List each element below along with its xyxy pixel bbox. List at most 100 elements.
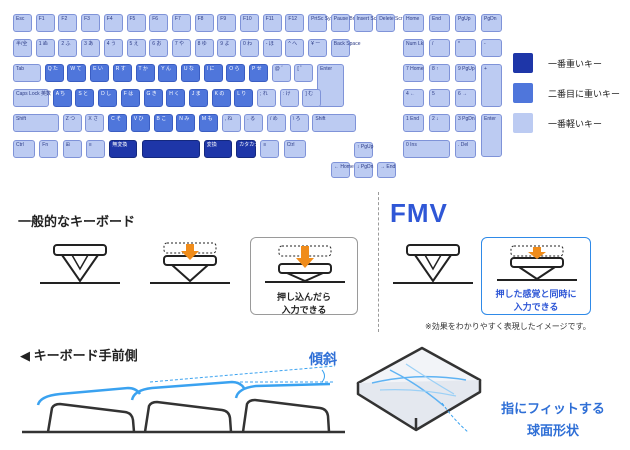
key-r3-6: H く bbox=[166, 89, 186, 107]
key-r4-0: Shift bbox=[13, 114, 59, 132]
key-label: 6 お bbox=[152, 41, 162, 47]
fmv-key-press-box: 押した感覚と同時に 入力できる bbox=[481, 237, 591, 315]
key-label: F9 bbox=[220, 16, 227, 22]
key-label: ¥ ー bbox=[311, 41, 321, 47]
key-label: 7 Home bbox=[406, 66, 424, 72]
legend-swatch-heaviest bbox=[513, 53, 533, 73]
key-label: F は bbox=[123, 91, 134, 97]
key-r4-11: \ ろ bbox=[289, 114, 309, 132]
key-label: 3 あ bbox=[84, 41, 94, 47]
key-r5-8: ≡ bbox=[260, 140, 280, 158]
key-label: A ち bbox=[55, 91, 66, 97]
key-r1-3: 3 あ bbox=[81, 39, 101, 57]
general-key-half-press-illustration bbox=[150, 242, 230, 284]
key-label: O ら bbox=[229, 66, 240, 72]
key-label: M も bbox=[201, 116, 213, 122]
key-label: , ね bbox=[224, 116, 233, 122]
key-label: F12 bbox=[288, 16, 298, 22]
key-r3-8: K の bbox=[211, 89, 231, 107]
key-r5-0: Ctrl bbox=[13, 140, 35, 158]
key-label: B こ bbox=[156, 116, 167, 122]
key-label: - bbox=[484, 41, 486, 47]
general-key-rest-illustration bbox=[40, 244, 120, 284]
key-label: Shift bbox=[315, 116, 326, 122]
key-label: [ ゜ bbox=[297, 66, 306, 72]
key-r4-12: Shift bbox=[312, 114, 357, 132]
key-label: 5 え bbox=[129, 41, 139, 47]
key-r0-2: F2 bbox=[58, 14, 78, 32]
key-r2-13: Enter bbox=[317, 64, 345, 107]
key-label: 9 よ bbox=[220, 41, 230, 47]
key-r4-7: M も bbox=[198, 114, 218, 132]
key-r0-0: Esc bbox=[13, 14, 32, 32]
key-label: F7 bbox=[174, 16, 181, 22]
key-r2-11: @ ゛ bbox=[271, 64, 291, 82]
key-label: N み bbox=[179, 116, 190, 122]
key-label: Shift bbox=[16, 116, 27, 122]
key-label: 変換 bbox=[206, 142, 217, 148]
key-r4-10: / め bbox=[267, 114, 286, 132]
key-r5-9: Ctrl bbox=[283, 140, 306, 158]
key-r2-2: W て bbox=[67, 64, 87, 82]
key-r5-5 bbox=[141, 140, 200, 158]
keyboard-front-title: ◀ キーボード手前側 bbox=[20, 348, 138, 363]
key-label: W て bbox=[70, 66, 82, 72]
key-arrow-down: ↓ PgDn bbox=[354, 162, 373, 178]
key-label: 7 や bbox=[174, 41, 185, 47]
key-label: Ctrl bbox=[16, 142, 24, 148]
key-label: Home bbox=[406, 16, 420, 22]
key-r2-10: P せ bbox=[249, 64, 268, 82]
key-label: ← Home bbox=[334, 164, 354, 170]
key-label: 4 ← bbox=[406, 91, 416, 97]
tilt-label: 傾斜 bbox=[309, 351, 337, 367]
key-r3-2: S と bbox=[75, 89, 95, 107]
key-label: ^ へ bbox=[288, 41, 298, 47]
key-r4-2: X さ bbox=[85, 114, 105, 132]
key-r3-1: A ち bbox=[52, 89, 72, 107]
key-r2-3: E い bbox=[90, 64, 110, 82]
key-r3-7: J ま bbox=[188, 89, 208, 107]
key-r2-1: Q た bbox=[44, 64, 64, 82]
key-label: Q た bbox=[47, 66, 58, 72]
fmv-key-press-illustration bbox=[497, 245, 577, 281]
key-label: Fn bbox=[42, 142, 49, 148]
key-label: Tab bbox=[16, 66, 25, 72]
key-label: V ひ bbox=[133, 116, 144, 122]
key-nav-0-0: Home bbox=[403, 14, 424, 32]
key-label: 9 PgUp bbox=[458, 66, 475, 72]
key-label: / め bbox=[270, 116, 278, 122]
key-r5-2: ⊞ bbox=[62, 140, 82, 158]
key-label: F6 bbox=[152, 16, 159, 22]
key-r0-4: F4 bbox=[103, 14, 123, 32]
key-label: Ctrl bbox=[286, 142, 295, 148]
key-nav-1-0: Num Lk bbox=[403, 39, 424, 57]
key-nav-0-2: PgUp bbox=[455, 14, 476, 32]
key-arrow-up: ↑ PgUp bbox=[354, 142, 373, 158]
key-label: X さ bbox=[88, 116, 99, 122]
key-label: F11 bbox=[265, 16, 274, 22]
key-r4-8: , ね bbox=[221, 114, 241, 132]
key-tilt-illustration bbox=[22, 365, 345, 434]
key-r0-10: F10 bbox=[240, 14, 259, 32]
key-r3-10: ; れ bbox=[257, 89, 276, 107]
key-label: R す bbox=[115, 66, 126, 72]
key-label: I に bbox=[206, 66, 215, 72]
key-label: G き bbox=[146, 91, 157, 97]
key-r1-13: ¥ ー bbox=[308, 39, 328, 57]
key-r2-5: T か bbox=[135, 64, 155, 82]
key-label: P せ bbox=[252, 66, 262, 72]
key-r0-1: F1 bbox=[35, 14, 55, 32]
key-label: / bbox=[432, 41, 434, 47]
key-r0-7: F7 bbox=[171, 14, 191, 32]
key-r4-9: . る bbox=[244, 114, 264, 132]
spherical-keycap-illustration bbox=[356, 346, 482, 433]
key-label: S と bbox=[78, 91, 89, 97]
key-label: : け bbox=[282, 91, 291, 97]
key-label: 無変換 bbox=[112, 142, 128, 148]
key-r1-10: 0 わ bbox=[240, 39, 259, 57]
key-r0-5: F5 bbox=[126, 14, 146, 32]
image-note: ※効果をわかりやすく表現したイメージです。 bbox=[425, 322, 591, 331]
key-r4-3: C そ bbox=[108, 114, 128, 132]
key-label: 1 End bbox=[406, 116, 420, 122]
